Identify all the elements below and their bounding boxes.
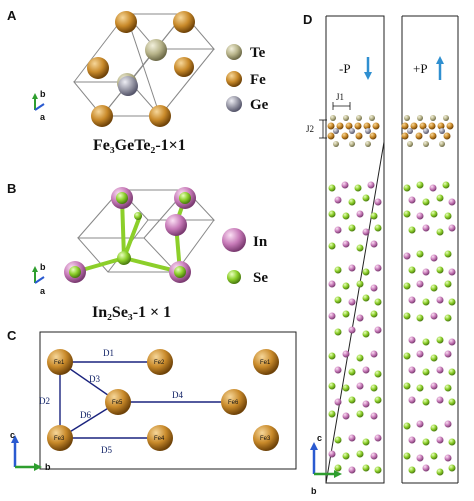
panel-a-legend: Te Fe Ge <box>226 44 269 113</box>
fe-atom <box>91 105 113 127</box>
panel-c-distance-labels: D1 D2 D3 D4 D5 D6 <box>39 348 183 455</box>
se-legend-label: Se <box>253 270 268 286</box>
fe-label: Fe4 <box>154 436 165 442</box>
se-legend-swatch <box>227 270 241 284</box>
fe-legend-swatch <box>226 71 242 87</box>
d5-label: D5 <box>101 445 112 455</box>
fe-label: Fe1 <box>54 360 65 366</box>
in-atom <box>165 214 187 236</box>
panel-a: A Te Fe Ge <box>7 8 269 154</box>
te-legend-label: Te <box>250 45 266 61</box>
se-atom <box>174 266 186 278</box>
panel-a-axes: b a <box>32 89 46 122</box>
fgt-layer <box>327 115 380 147</box>
d2-label: D2 <box>39 396 50 406</box>
fe-legend-label: Fe <box>250 72 266 88</box>
panel-b-legend: In Se <box>222 228 268 286</box>
fe-label: Fe5 <box>112 400 123 406</box>
panel-d-letter: D <box>303 12 312 27</box>
ge-legend-swatch <box>226 96 242 112</box>
axis-b-label: b <box>45 462 51 472</box>
panel-c-cell <box>39 331 297 470</box>
panel-b-letter: B <box>7 181 16 196</box>
panel-c-letter: C <box>7 328 17 343</box>
panel-b-caption: In₂Se₃-1 × 1 <box>92 304 171 321</box>
fe-label: Fe6 <box>228 400 239 406</box>
panel-c-bonds <box>59 361 234 439</box>
te-atom <box>145 39 167 61</box>
panel-a-caption: Fe₃GeTe₂-1×1 <box>93 137 186 154</box>
panel-c-atom-labels: Fe1 Fe2 Fe1 Fe5 Fe6 Fe3 Fe4 Fe3 <box>54 360 271 442</box>
panel-a-atoms <box>87 11 195 127</box>
fe1-atom <box>47 349 73 375</box>
axis-b-label: b <box>311 486 317 496</box>
fe-atom <box>173 11 195 33</box>
axis-a-label: a <box>40 112 46 122</box>
panel-c-atoms <box>47 349 279 451</box>
panel-c-axes: c b <box>10 430 51 472</box>
fe3-atom <box>253 425 279 451</box>
fe6-atom <box>221 389 247 415</box>
ins-layers <box>403 181 456 476</box>
j1-label: J1 <box>336 92 344 102</box>
axis-c-label: c <box>317 433 322 443</box>
exchange-annotations: J1 J2 <box>306 92 351 139</box>
slab-minus-p: -P <box>325 15 385 484</box>
in-legend-label: In <box>253 234 268 250</box>
panel-b-axes: b a <box>32 262 46 296</box>
d3-label: D3 <box>89 374 100 384</box>
fe-atom <box>87 57 109 79</box>
arrow-head-down-icon <box>364 72 372 80</box>
fe-label: Fe1 <box>260 360 271 366</box>
fe4-atom <box>147 425 173 451</box>
d1-label: D1 <box>103 348 114 358</box>
se-atom <box>116 192 128 204</box>
ge-atom <box>118 76 138 96</box>
fe-atom <box>174 57 194 77</box>
arrow-head-up-icon <box>436 56 444 64</box>
panel-b: B <box>7 181 268 321</box>
axis-c-label: c <box>10 430 15 440</box>
fe5-atom <box>105 389 131 415</box>
minus-p-label: -P <box>339 61 351 76</box>
axis-b-label: b <box>40 89 46 99</box>
axis-a-label: a <box>40 286 46 296</box>
se-atom <box>179 192 191 204</box>
fe3-atom <box>47 425 73 451</box>
panel-b-atoms <box>64 187 196 283</box>
fgt-layer <box>401 115 454 147</box>
fe-label: Fe2 <box>154 360 165 366</box>
fe1-atom <box>253 349 279 375</box>
d6-label: D6 <box>80 410 91 420</box>
slab-plus-p: +P <box>401 15 459 484</box>
panel-d: D -P <box>303 12 459 496</box>
ge-legend-label: Ge <box>250 97 269 113</box>
se-atom <box>69 266 81 278</box>
plus-p-label: +P <box>413 61 428 76</box>
fe-label: Fe3 <box>260 436 271 442</box>
ins-layers <box>328 181 382 474</box>
se-atom <box>117 251 131 265</box>
panel-c: C Fe1 Fe2 Fe1 Fe5 Fe6 Fe3 Fe4 <box>7 328 297 472</box>
te-legend-swatch <box>226 44 242 60</box>
axis-b-label: b <box>40 262 46 272</box>
panel-d-axes: c b <box>310 433 342 496</box>
fe2-atom <box>147 349 173 375</box>
fe-atom <box>149 105 171 127</box>
in-legend-swatch <box>222 228 246 252</box>
se-atom <box>134 212 142 220</box>
panel-a-letter: A <box>7 8 17 23</box>
d4-label: D4 <box>172 390 183 400</box>
fe-label: Fe3 <box>54 436 65 442</box>
fe-atom <box>115 11 137 33</box>
j2-label: J2 <box>306 124 314 134</box>
